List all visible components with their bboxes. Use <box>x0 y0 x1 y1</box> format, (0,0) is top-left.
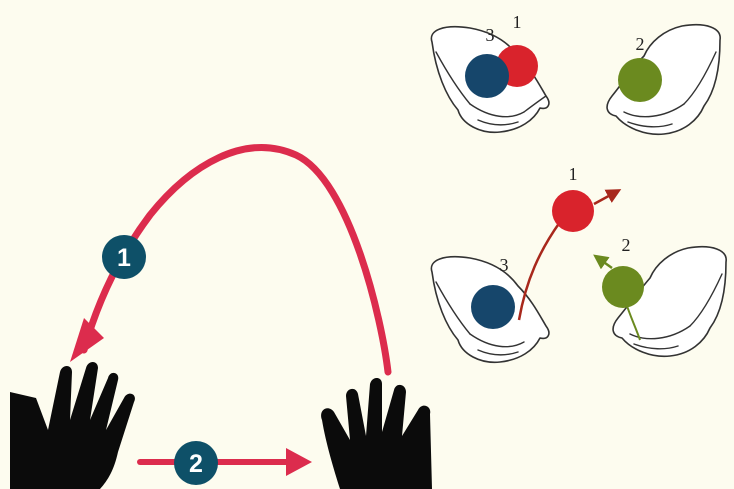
ball-2-green-lower: 2 <box>602 235 644 308</box>
ball-1-red-lower: 1 <box>552 164 594 232</box>
top-panel: 1 3 2 <box>431 12 720 134</box>
red-ball-icon <box>552 190 594 232</box>
ball-1-number: 1 <box>513 12 522 32</box>
step-badge-2: 2 <box>174 441 218 485</box>
green-ball-icon <box>618 58 662 102</box>
ball-3-number: 3 <box>486 25 495 45</box>
bottom-panel: 1 3 2 <box>431 164 726 362</box>
red-ball-flight-arrow-icon <box>594 192 616 204</box>
ball-2-number: 2 <box>636 34 645 54</box>
throw-arc-arrowhead-icon <box>70 318 104 362</box>
green-ball-icon <box>602 266 644 308</box>
ball-3-number-lower: 3 <box>500 255 509 275</box>
blue-ball-icon <box>465 54 509 98</box>
step-badge-1: 1 <box>102 235 146 279</box>
left-diagram: 1 2 <box>10 148 432 489</box>
green-ball-flight-arrow-icon <box>598 258 612 268</box>
ball-1-number-lower: 1 <box>569 164 578 184</box>
ball-2-number-lower: 2 <box>622 235 631 255</box>
step-badge-1-label: 1 <box>117 244 131 272</box>
right-hand-silhouette-icon <box>321 378 432 489</box>
left-hand-silhouette-icon <box>10 362 135 489</box>
step-badge-2-label: 2 <box>189 450 203 478</box>
blue-ball-icon <box>471 285 515 329</box>
pass-arrowhead-icon <box>286 448 312 476</box>
